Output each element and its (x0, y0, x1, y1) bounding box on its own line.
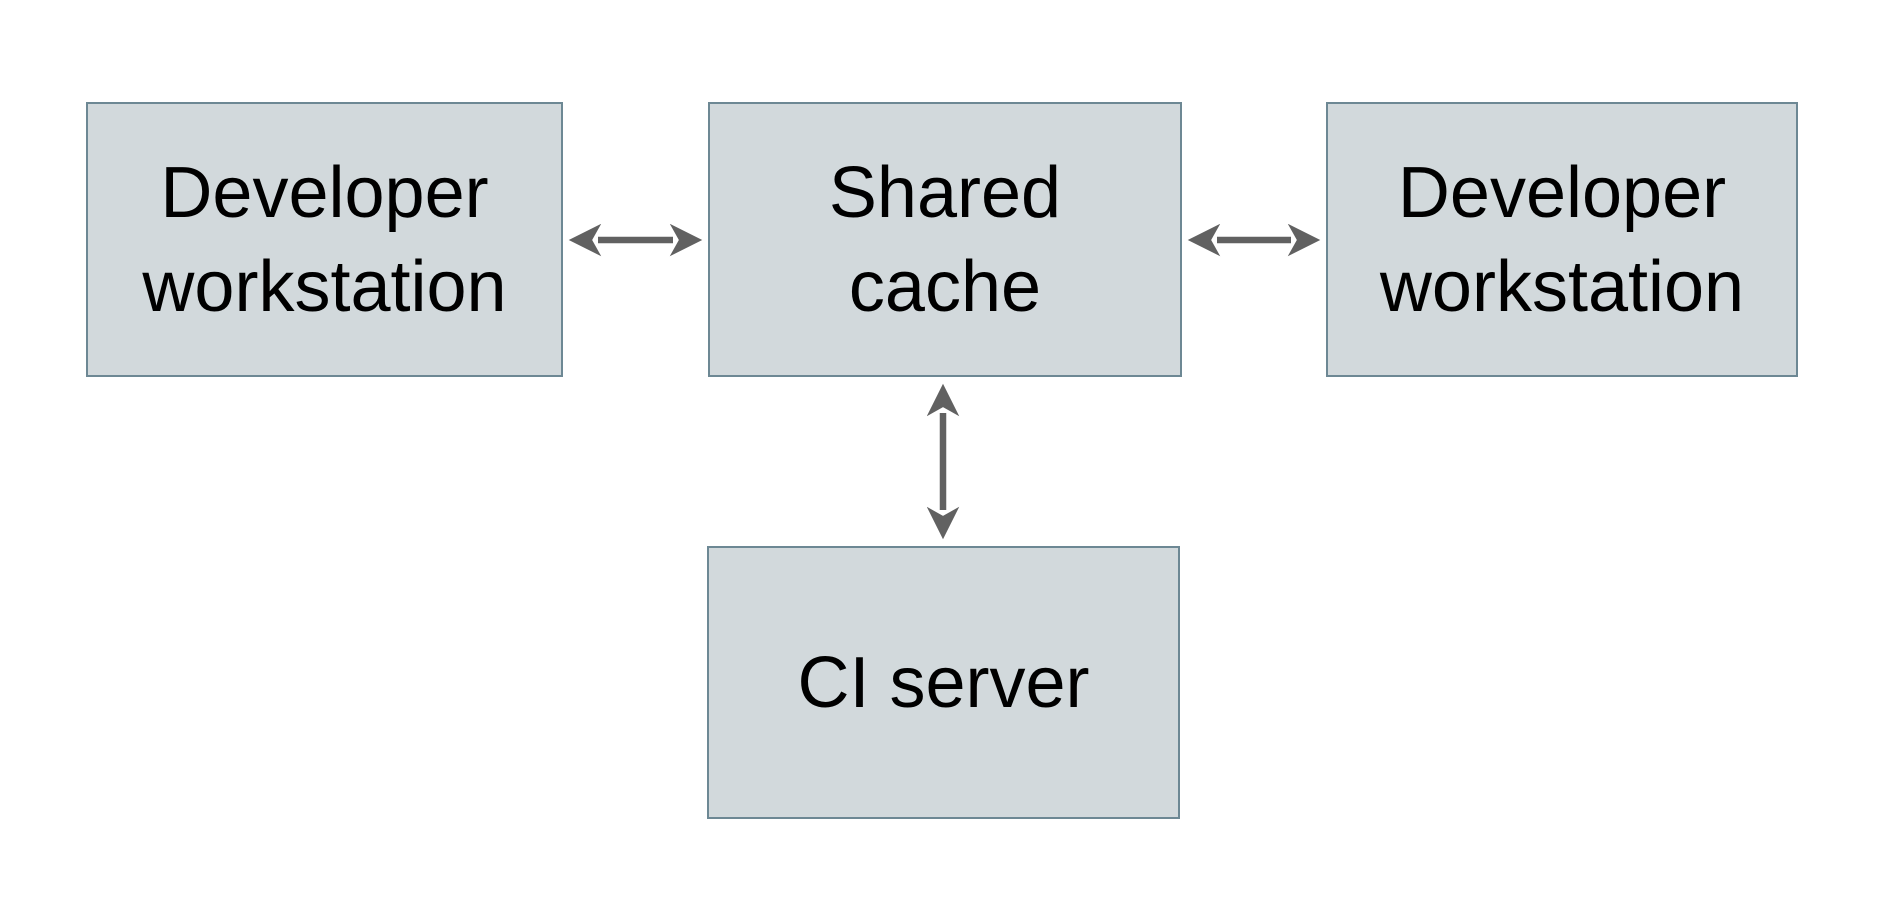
node-label-line: workstation (142, 246, 507, 327)
node-shared-cache: Shared cache (708, 102, 1182, 377)
node-label-line: Shared (828, 152, 1062, 233)
node-label-line: Developer (160, 152, 489, 233)
node-label-line: Developer (1397, 152, 1727, 233)
node-developer-workstation-left: Developer workstation (86, 102, 563, 377)
node-label-line: CI server (797, 642, 1090, 723)
node-label-line: workstation (1379, 246, 1745, 327)
node-ci-server: CI server (707, 546, 1180, 819)
node-developer-workstation-right: Developer workstation (1326, 102, 1798, 377)
node-label-line: cache (848, 246, 1042, 327)
